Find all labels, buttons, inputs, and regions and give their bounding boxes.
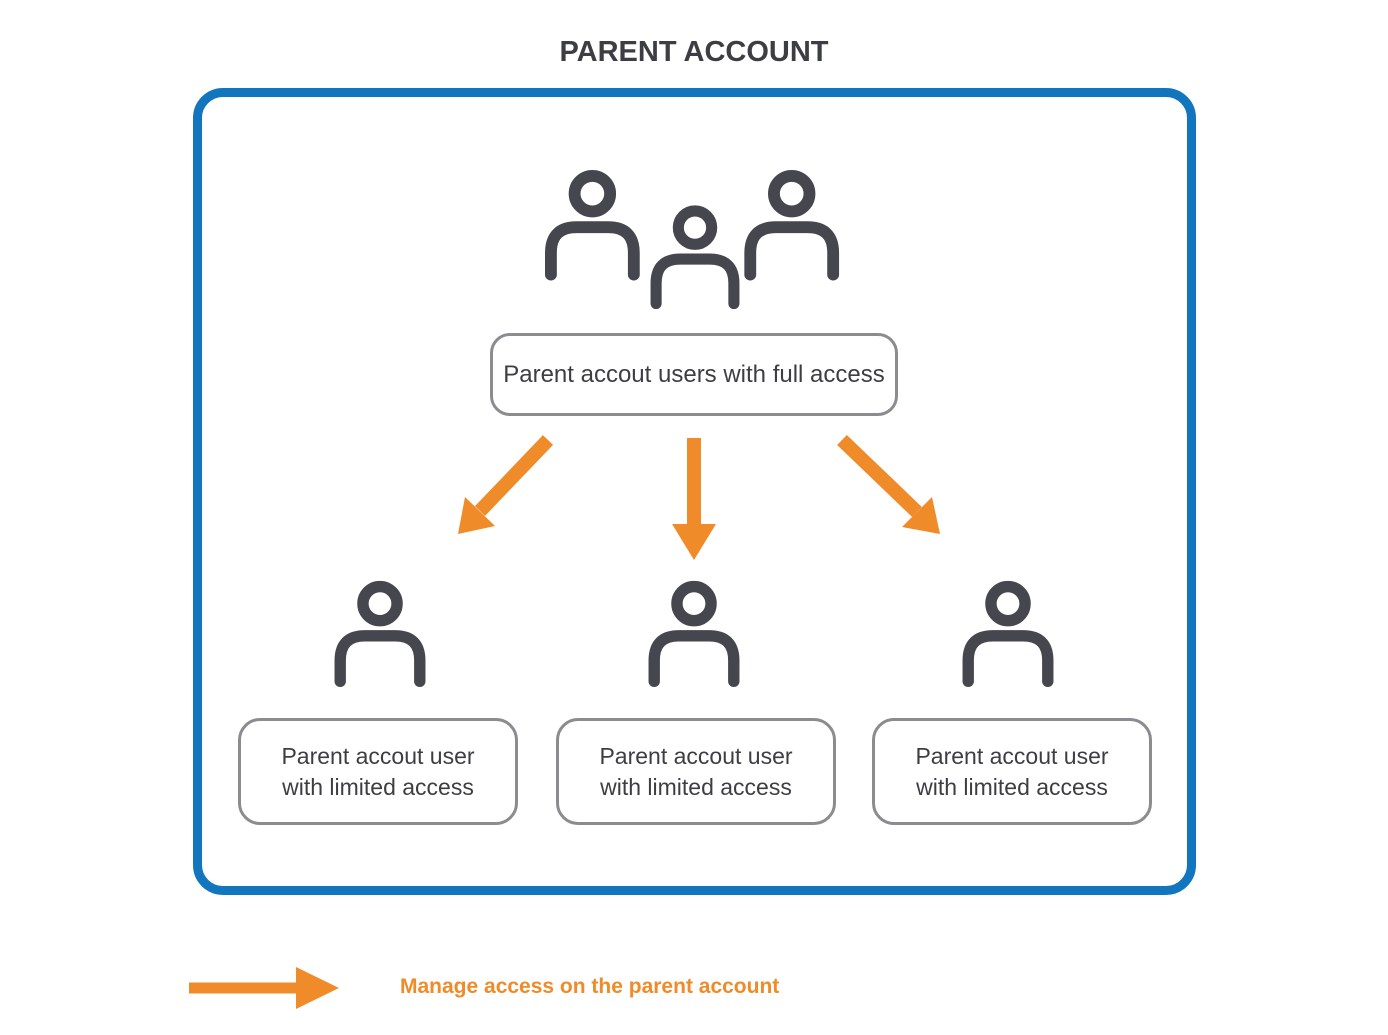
limited-access-label-line1: Parent accout user	[281, 742, 475, 769]
limited-access-label-line1: Parent accout user	[599, 742, 793, 769]
person-icon	[960, 579, 1056, 687]
page-title: PARENT ACCOUNT	[559, 36, 829, 68]
manage-access-arrows	[458, 434, 940, 560]
down-left-arrow-icon	[458, 435, 554, 534]
limited-access-label-line2: with limited access	[916, 773, 1108, 800]
down-arrow-icon	[672, 438, 716, 560]
limited-access-label-line2: with limited access	[282, 773, 474, 800]
limited-access-label-line1: Parent accout user	[915, 742, 1109, 769]
person-icon	[332, 579, 428, 687]
legend-label: Manage access on the parent account	[400, 975, 780, 998]
down-right-arrow-icon	[837, 434, 940, 534]
person-icon	[646, 579, 742, 687]
limited-access-label-line2: with limited access	[600, 773, 792, 800]
limited-access-label-box: Parent accout user with limited access	[556, 718, 836, 825]
right-arrow-icon	[189, 967, 339, 1009]
full-access-label: Parent accout users with full access	[503, 360, 885, 388]
limited-access-label-box: Parent accout user with limited access	[872, 718, 1152, 825]
full-access-label-box: Parent accout users with full access	[490, 333, 898, 416]
group-users-icon	[545, 168, 845, 318]
limited-access-label-box: Parent accout user with limited access	[238, 718, 518, 825]
